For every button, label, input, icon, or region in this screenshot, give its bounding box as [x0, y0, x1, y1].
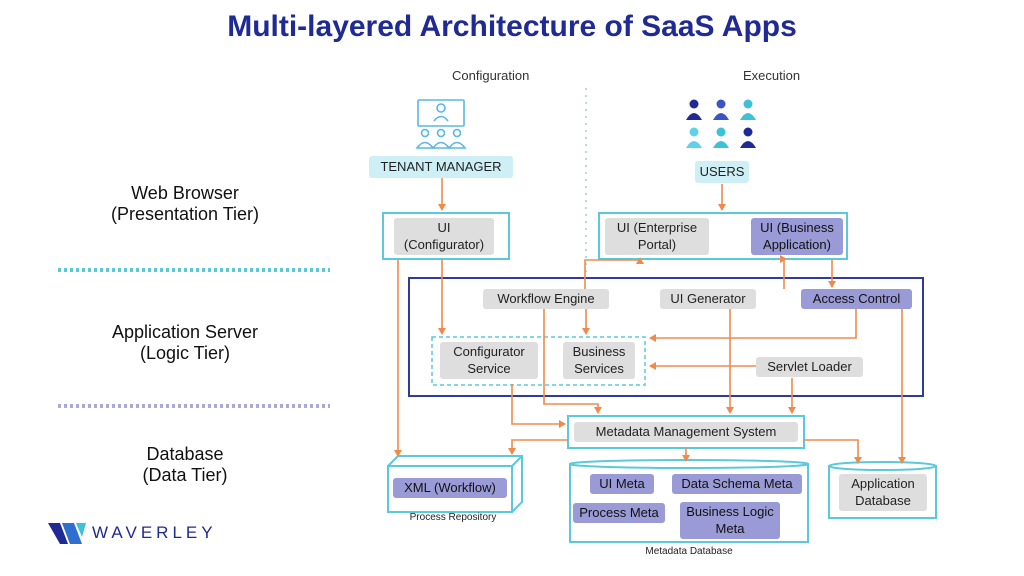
- tier-label-line: Application Server: [111, 322, 259, 342]
- tier-label-line: Database: [146, 444, 224, 464]
- node-line: UI: [437, 220, 451, 235]
- access-control: Access Control: [801, 289, 912, 309]
- node-line: (Configurator): [403, 237, 485, 252]
- servlet-loader: Servlet Loader: [756, 357, 863, 377]
- ui-meta: UI Meta: [590, 474, 654, 494]
- tier-label-line: (Data Tier): [142, 465, 228, 485]
- node-line: Service: [467, 361, 511, 376]
- tier-label-line: (Logic Tier): [139, 343, 231, 363]
- process-repository-caption: Process Repository: [409, 512, 497, 523]
- tier-label-line: Web Browser: [131, 183, 239, 203]
- process-meta: Process Meta: [573, 503, 665, 523]
- tenant-manager-label: TENANT MANAGER: [369, 156, 513, 178]
- application-server-frame: [408, 277, 924, 397]
- group-presentation-icon: [415, 99, 467, 149]
- node-line: Business Logic: [686, 504, 774, 519]
- ui-execution-frame: [598, 212, 848, 260]
- page-title: Multi-layered Architecture of SaaS Apps: [227, 10, 797, 43]
- workflow-engine: Workflow Engine: [483, 289, 609, 309]
- metadata-database-caption: Metadata Database: [645, 546, 733, 557]
- node-line: Application: [851, 476, 915, 491]
- node-line: UI (Enterprise: [616, 220, 698, 235]
- users-grid-icon: [686, 99, 756, 148]
- ui-generator: UI Generator: [660, 289, 756, 309]
- tier-label-presentation: Web Browser (Presentation Tier): [80, 183, 290, 225]
- waverley-logo-icon: [48, 523, 86, 544]
- ui-configurator: UI (Configurator): [394, 218, 494, 255]
- node-line: Configurator: [453, 344, 525, 359]
- node-line: Application): [763, 237, 831, 252]
- tier-label-logic: Application Server (Logic Tier): [80, 322, 290, 364]
- node-line: Portal): [637, 237, 677, 252]
- ui-configurator-frame: [382, 212, 510, 260]
- tier-label-line: (Presentation Tier): [110, 204, 260, 224]
- ui-enterprise-portal: UI (Enterprise Portal): [605, 218, 709, 255]
- services-frame: [431, 336, 646, 386]
- business-services: Business Services: [563, 342, 635, 379]
- ui-business-application: UI (Business Application): [751, 218, 843, 255]
- node-line: Database: [855, 493, 911, 508]
- process-repository-box: [387, 465, 513, 513]
- data-schema-meta: Data Schema Meta: [672, 474, 802, 494]
- application-database: Application Database: [839, 474, 927, 511]
- metadata-management-system: Metadata Management System: [574, 422, 798, 442]
- xml-workflow: XML (Workflow): [393, 478, 507, 498]
- logo-text: WAVERLEY: [92, 523, 217, 542]
- business-logic-meta: Business Logic Meta: [680, 502, 780, 539]
- node-line: Business: [572, 344, 626, 359]
- users-label: USERS: [695, 161, 749, 183]
- node-line: Meta: [715, 521, 745, 536]
- arrows: [394, 178, 906, 464]
- column-label-configuration: Configuration: [452, 68, 530, 83]
- column-label-execution: Execution: [743, 68, 801, 83]
- node-line: Services: [574, 361, 624, 376]
- tier-label-data: Database (Data Tier): [80, 444, 290, 486]
- configurator-service: Configurator Service: [440, 342, 538, 379]
- node-line: UI (Business: [760, 220, 834, 235]
